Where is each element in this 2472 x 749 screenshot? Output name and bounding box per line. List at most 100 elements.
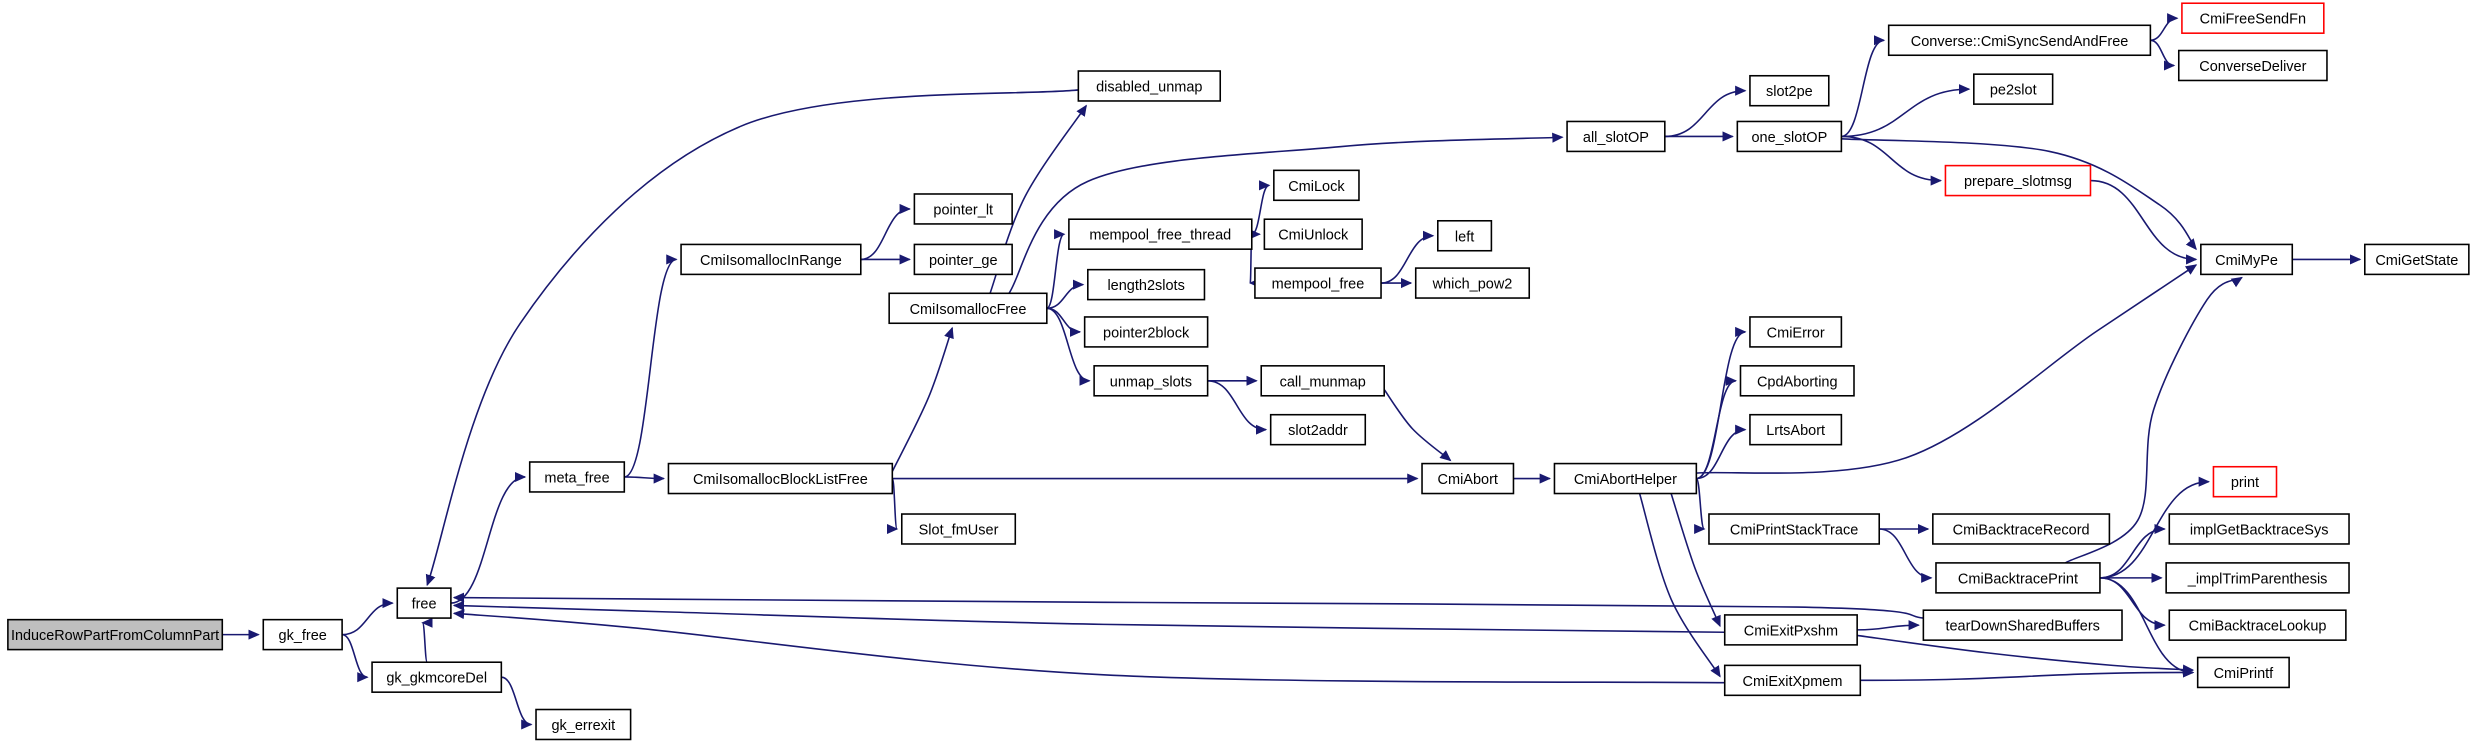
node-unmap_slots[interactable]: unmap_slots <box>1093 365 1209 397</box>
node-pointer_lt[interactable]: pointer_lt <box>913 193 1013 225</box>
node-slot2addr[interactable]: slot2addr <box>1269 413 1367 446</box>
edge-cmiBacktracePrint-to-cmiMyPe <box>2064 276 2243 564</box>
node-box <box>2181 2 2325 34</box>
edge-cmiExitPxshm-to-tearDownSharedBuffers <box>1857 620 1920 631</box>
node-label: CmiIsomallocBlockListFree <box>693 472 868 488</box>
node-call_munmap[interactable]: call_munmap <box>1260 365 1385 397</box>
node-box <box>1944 164 2092 197</box>
edge-cmiIsomallocFree-to-all_slotOP <box>1008 132 1564 294</box>
node-label: CmiAbort <box>1438 472 1498 488</box>
node-cmiPrintStackTrace[interactable]: CmiPrintStackTrace <box>1708 513 1881 545</box>
node-length2slots[interactable]: length2slots <box>1087 268 1206 301</box>
node-converseCmiSyncSendAndFree[interactable]: Converse::CmiSyncSendAndFree <box>1887 24 2152 57</box>
node-slot_fmUser[interactable]: Slot_fmUser <box>900 513 1017 545</box>
node-all_slotOP[interactable]: all_slotOP <box>1566 120 1666 153</box>
node-prepare_slotmsg[interactable]: prepare_slotmsg <box>1944 164 2092 197</box>
edge-gk_gkmcoreDel-to-free <box>421 617 433 664</box>
node-cpdAborting[interactable]: CpdAborting <box>1739 365 1855 397</box>
node-cmiBacktraceRecord[interactable]: CmiBacktraceRecord <box>1932 513 2111 545</box>
edge-gk_free-to-gk_gkmcoreDel <box>341 633 369 683</box>
node-box <box>667 462 894 495</box>
node-tearDownSharedBuffers[interactable]: tearDownSharedBuffers <box>1922 609 2123 641</box>
node-pe2slot[interactable]: pe2slot <box>1973 73 2054 105</box>
node-label: mempool_free <box>1272 277 1365 293</box>
node-cmiUnlock[interactable]: CmiUnlock <box>1263 218 1363 250</box>
node-label: CmiPrintStackTrace <box>1730 523 1858 539</box>
node-slot2pe[interactable]: slot2pe <box>1749 74 1830 107</box>
node-box <box>1723 614 1858 646</box>
edge-cmiExitXpmem-to-free <box>452 609 1725 684</box>
edge-disabled_unmap-to-free <box>425 89 1079 587</box>
node-label: call_munmap <box>1280 374 1366 390</box>
node-box <box>1736 120 1843 153</box>
edge-gk_gkmcoreDel-to-gk_errexit <box>501 676 533 730</box>
node-cmiIsomallocFree[interactable]: CmiIsomallocFree <box>888 292 1048 325</box>
node-label: pointer_lt <box>933 202 993 218</box>
node-pointer_ge[interactable]: pointer_ge <box>913 243 1013 276</box>
edge-meta_free-to-cmiIsomallocBlockListFree <box>624 473 665 484</box>
node-disabled_unmap[interactable]: disabled_unmap <box>1077 70 1222 102</box>
node-label: pointer2block <box>1103 325 1190 341</box>
node-mempool_free[interactable]: mempool_free <box>1254 267 1382 299</box>
node-converseDeliver[interactable]: ConverseDeliver <box>2177 49 2328 82</box>
node-box <box>680 243 862 276</box>
node-box <box>1068 218 1253 250</box>
node-label: length2slots <box>1107 278 1184 294</box>
node-label: implGetBacktraceSys <box>2190 523 2329 539</box>
node-one_slotOP[interactable]: one_slotOP <box>1736 120 1843 153</box>
node-gk_gkmcoreDel[interactable]: gk_gkmcoreDel <box>371 661 503 693</box>
node-free[interactable]: free <box>396 587 452 619</box>
node-cmiGetState[interactable]: CmiGetState <box>2364 243 2470 276</box>
edge-cmiExitPxshm-to-free <box>452 600 1725 634</box>
node-cmiAbort[interactable]: CmiAbort <box>1421 462 1515 495</box>
node-cmiAbortHelper[interactable]: CmiAbortHelper <box>1553 462 1698 495</box>
node-label: prepare_slotmsg <box>1964 174 2072 190</box>
node-pointer2block[interactable]: pointer2block <box>1083 316 1209 348</box>
node-cmiLock[interactable]: CmiLock <box>1273 169 1360 202</box>
edge-cmiAbortHelper-to-cmiPrintStackTrace <box>1694 477 1706 534</box>
node-label: CmiIsomallocFree <box>910 302 1027 318</box>
node-lrtsAbort[interactable]: LrtsAbort <box>1749 413 1843 446</box>
node-box <box>1077 70 1222 102</box>
node-box <box>1269 413 1367 446</box>
node-cmiMyPe[interactable]: CmiMyPe <box>2200 243 2294 276</box>
node-mempool_free_thread[interactable]: mempool_free_thread <box>1068 218 1253 250</box>
node-box <box>1749 413 1843 446</box>
node-box <box>1083 316 1209 348</box>
edge-cmiAbortHelper-to-cmiExitXpmem <box>1638 493 1721 678</box>
node-gk_free[interactable]: gk_free <box>262 618 343 651</box>
node-label: unmap_slots <box>1110 374 1192 390</box>
node-cmiExitPxshm[interactable]: CmiExitPxshm <box>1723 614 1858 646</box>
node-cmiIsomallocBlockListFree[interactable]: CmiIsomallocBlockListFree <box>667 462 894 495</box>
node-meta_free[interactable]: meta_free <box>528 461 626 493</box>
node-implTrimParenthesis[interactable]: _implTrimParenthesis <box>2165 562 2350 594</box>
node-print[interactable]: print <box>2212 465 2278 498</box>
node-cmiBacktraceLookup[interactable]: CmiBacktraceLookup <box>2168 609 2347 641</box>
node-label: CmiError <box>1767 325 1825 341</box>
node-which_pow2[interactable]: which_pow2 <box>1414 267 1531 299</box>
node-label: free <box>412 597 437 613</box>
node-label: all_slotOP <box>1583 130 1649 146</box>
node-left[interactable]: left <box>1437 220 1493 252</box>
node-box <box>913 243 1013 276</box>
edge-call_munmap-to-cmiAbort <box>1383 389 1452 462</box>
node-cmiFreeSendFn[interactable]: CmiFreeSendFn <box>2181 2 2325 34</box>
node-box <box>1437 220 1493 252</box>
node-label: which_pow2 <box>1432 277 1513 293</box>
node-cmiPrintf[interactable]: CmiPrintf <box>2196 656 2290 689</box>
edge-cmiIsomallocFree-to-mempool_free_thread <box>1046 229 1066 310</box>
node-gk_errexit[interactable]: gk_errexit <box>535 708 632 741</box>
node-cmiExitXpmem[interactable]: CmiExitXpmem <box>1723 664 1862 697</box>
node-label: CmiExitPxshm <box>1744 623 1838 639</box>
edge-prepare_slotmsg-to-cmiMyPe <box>2090 179 2198 265</box>
node-cmiError[interactable]: CmiError <box>1749 316 1843 348</box>
node-cmiIsomallocInRange[interactable]: CmiIsomallocInRange <box>680 243 862 276</box>
node-box <box>262 618 343 651</box>
node-label: CmiIsomallocInRange <box>700 253 842 269</box>
node-label: pointer_ge <box>929 253 998 269</box>
node-cmiBacktracePrint[interactable]: CmiBacktracePrint <box>1935 562 2101 594</box>
node-implGetBacktraceSys[interactable]: implGetBacktraceSys <box>2168 513 2350 545</box>
node-label: slot2addr <box>1288 423 1348 439</box>
